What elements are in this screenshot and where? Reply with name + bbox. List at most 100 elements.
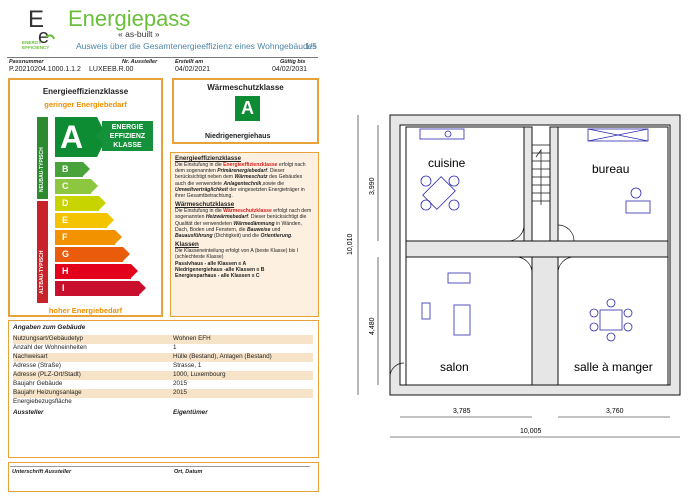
room-office: bureau xyxy=(592,162,629,176)
building-info-row: Adresse (PLZ-Ort/Stadt) 1000, Luxembourg xyxy=(13,371,313,380)
building-info-label: Adresse (Straße) xyxy=(13,362,61,369)
class-tag-arrow xyxy=(96,129,103,143)
heat-class-caption: Niedrigenergiehaus xyxy=(205,133,271,140)
dim-upper-height: 3,990 xyxy=(369,177,376,195)
signature-box xyxy=(8,462,319,492)
expl-heading-heat: Wärmeschutzklasse xyxy=(175,201,235,209)
efficiency-class-c: C xyxy=(55,179,98,194)
efficiency-class-f: F xyxy=(55,230,122,245)
building-info-value: 1000, Luxembourg xyxy=(173,371,226,378)
expl-2-red: Wärmeschutzklasse xyxy=(223,208,272,215)
building-info-title: Angaben zum Gebäude xyxy=(13,324,86,331)
expl-2-it3: Bauweise xyxy=(246,226,271,233)
expl-energy-saving: Energiesparhaus - alle Klassen ≤ C xyxy=(175,273,260,280)
heat-class-a: A xyxy=(235,96,260,121)
building-info-row: Energiebezugsfläche xyxy=(13,398,313,407)
expl-2e: und xyxy=(270,226,281,233)
expl-1f: der eingesetzten Energieträger in ihrer … xyxy=(175,186,305,200)
old-build-bar xyxy=(37,201,48,303)
efficiency-class-a: A xyxy=(55,117,97,157)
expl-2-it2: Wärmedämmung xyxy=(233,220,275,227)
expl-low-energy: Niedrigenergiehaus -alle Klassen ≤ B xyxy=(175,266,265,273)
efficiency-class-b: B xyxy=(55,162,90,177)
svg-text:E: E xyxy=(28,7,44,33)
expl-1e: ,sowie die xyxy=(261,180,285,187)
expl-1-it2: Wärmeschutz xyxy=(234,174,268,181)
efficiency-title: Energieeffizienzklasse xyxy=(42,87,129,96)
expl-1-it: Primärenergiebedarf xyxy=(217,168,268,175)
valid-until-value: 04/02/2031 xyxy=(272,66,308,73)
expl-2f: (Dichtigkeit) und die xyxy=(212,233,261,240)
expl-1-it3: Anlagentechnik xyxy=(223,180,262,187)
issuer-number-value: LUXEEB.R.00 xyxy=(89,66,134,73)
heat-protection-box: Wärmeschutzklasse A xyxy=(172,78,319,144)
expl-heading-classes: Klassen xyxy=(175,241,199,249)
signature-line xyxy=(10,466,310,467)
owner-label: Eigentümer xyxy=(173,409,208,416)
dim-left-width: 3,785 xyxy=(453,408,471,415)
class-tag: ENERGIE EFFIZIENZ KLASSE xyxy=(102,121,153,151)
expl-1-it4: Umweltverträglichkeit xyxy=(175,186,228,193)
building-info-label: Energiebezugsfläche xyxy=(13,398,72,405)
pass-meta-row: Passnummer P.20210204.1000.1.1.2 Nr. Aus… xyxy=(7,57,318,74)
logo-line-2: EFFICIENCY xyxy=(22,45,50,50)
dim-lower-height: 4,480 xyxy=(369,317,376,335)
efficiency-class-e: E xyxy=(55,213,114,228)
expl-heading-efficiency: Energieeffizienzklasse xyxy=(175,155,242,162)
high-demand-label: hoher Energiebedarf xyxy=(48,306,123,315)
expl-2-it5: Orientierung xyxy=(260,233,292,240)
dim-total-height: 10,010 xyxy=(347,233,354,255)
building-info-value: 1 xyxy=(173,344,177,351)
expl-passive: Passivhaus - alle Klassen ≤ A xyxy=(175,260,247,267)
page-number: 1/5 xyxy=(305,41,317,51)
expl-1b: erfolgt nach dem sogenannten xyxy=(175,162,306,175)
building-info-label: Adresse (PLZ-Ort/Stadt) xyxy=(13,371,81,378)
expl-2b: erfolgt nach dem sogenannten xyxy=(175,208,312,221)
logo-caption: ENERGY EFFICIENCY xyxy=(22,40,49,50)
new-build-bar xyxy=(37,117,48,199)
building-info-row: Anzahl der Wohneinheiten 1 xyxy=(13,344,313,353)
expl-1d: des Gebäudes auch die verwendete xyxy=(175,174,303,187)
heat-title: Wärmeschutzklasse xyxy=(207,83,284,92)
signature-label: Unterschrift Aussteller xyxy=(12,469,72,475)
explanation-box: Energieeffizienzklasse Die Einstufung in… xyxy=(170,152,319,317)
building-info-label: Anzahl der Wohneinheiten xyxy=(13,344,87,351)
class-tag-line-2: EFFIZIENZ xyxy=(109,133,146,140)
expl-2d: in Wänden, Dach, Boden und Fenstern, die xyxy=(175,220,302,233)
dim-total-width: 10,005 xyxy=(520,428,542,435)
expl-2a: Die Einstufung in die xyxy=(175,208,224,215)
efficiency-class-h: H xyxy=(55,264,138,279)
building-info-label: Baujahr Heizungsanlage xyxy=(13,389,82,396)
building-info-box: Angaben zum Gebäude Nutzungsart/Gebäudet… xyxy=(8,320,319,458)
valid-until-label: Gültig bis xyxy=(280,59,306,65)
pass-number-value: P.20210204.1000.1.1.2 xyxy=(9,66,81,73)
expl-text-classes: Die Klasseneinteilung erfolgt von A (bes… xyxy=(175,248,299,261)
pass-number-label: Passnummer xyxy=(9,59,44,65)
expl-2-it: Heizwärmebedarf xyxy=(205,214,249,221)
building-info-value: 2015 xyxy=(173,389,188,396)
expl-1a: Die Einstufung in die xyxy=(175,162,224,168)
expl-text-heat: Die Einstufung in die Wärmeschutzklasse … xyxy=(175,208,314,239)
issuer-number-label: Nr. Aussteller xyxy=(122,59,158,65)
room-living: salon xyxy=(440,360,469,374)
room-dining: salle à manger xyxy=(574,360,653,374)
expl-2g: . xyxy=(291,233,293,240)
class-tag-line-1: ENERGIE xyxy=(111,124,144,131)
energy-efficiency-logo: E e xyxy=(28,7,55,48)
class-tag-line-3: KLASSE xyxy=(113,142,142,149)
new-build-label: NEUBAU-TYPISCH xyxy=(39,147,45,192)
logo-line-1: ENERGY xyxy=(22,40,42,45)
building-info-label: Nutzungsart/Gebäudetyp xyxy=(13,335,84,342)
floor-plan: 10,010 3,990 4,480 3,785 3,760 10,005 cu… xyxy=(347,114,681,438)
building-info-row: Adresse (Straße)Strasse, 1 xyxy=(13,362,313,371)
energy-efficiency-box: Energieeffizienzklasse geringer Energieb… xyxy=(8,78,163,317)
svg-text:e: e xyxy=(38,26,49,48)
expl-1c: . Dieser berücksichtigt neben dem xyxy=(175,168,285,181)
issuer-label: Aussteller xyxy=(13,409,44,416)
place-date-label: Ort, Datum xyxy=(174,469,203,475)
dim-right-width: 3,760 xyxy=(606,408,624,415)
building-info-value: 2015 xyxy=(173,380,188,387)
building-info-value: Hülle (Bestand), Anlagen (Bestand) xyxy=(173,353,272,360)
